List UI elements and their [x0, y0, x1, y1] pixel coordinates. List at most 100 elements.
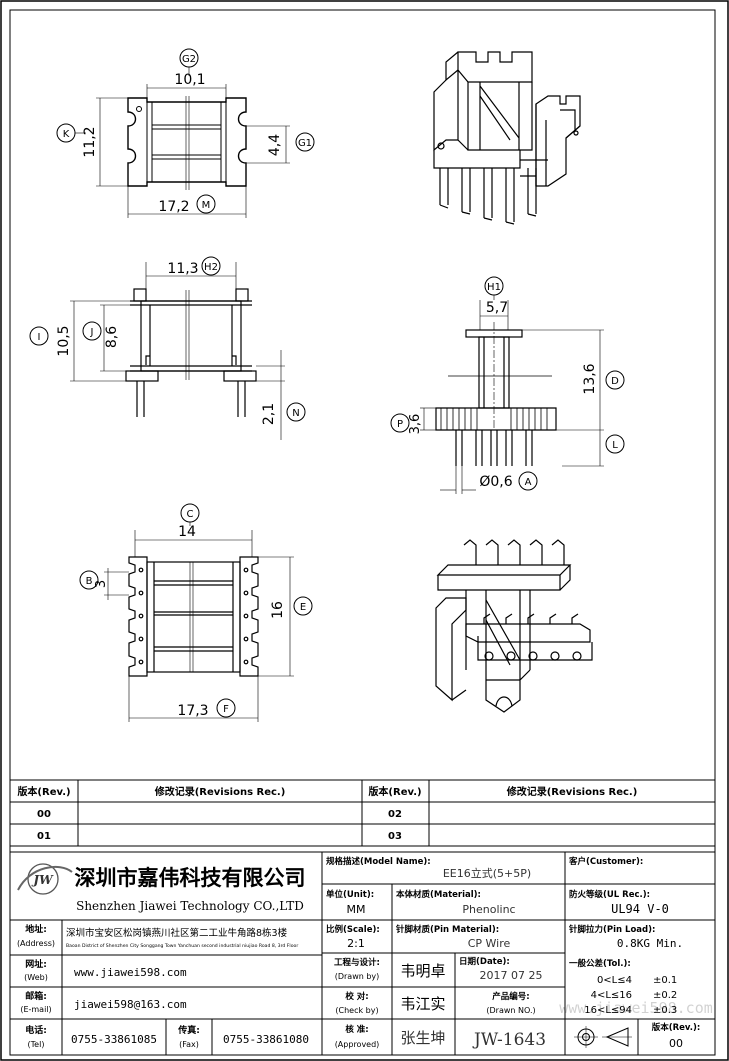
fax-label: 传真: — [177, 1024, 200, 1036]
email-value: jiawei598@163.com — [74, 998, 187, 1011]
label-j: J — [90, 327, 94, 338]
check-label-en: (Check by) — [335, 1006, 378, 1015]
dim-17-3: 17,3 — [177, 703, 208, 719]
address-label-en: (Address) — [17, 939, 55, 948]
contact-info: 地址: (Address) 深圳市宝安区松岗镇燕川社区第二工业牛角路8栋3楼 B… — [17, 923, 309, 1049]
approved-by: 张生坤 — [400, 1029, 445, 1047]
dim-pin-dia: Ø0,6 — [479, 474, 512, 490]
dim-16: 16 — [270, 601, 286, 619]
front-view-labels: 11,3 H2 I 10,5 J 8,6 2,1 N — [29, 256, 306, 425]
isometric-view-bottom — [435, 539, 593, 713]
bottom-view — [104, 530, 294, 722]
label-p: P — [397, 419, 403, 430]
revision-table-text: 版本(Rev.) 修改记录(Revisions Rec.) 版本(Rev.) 修… — [17, 785, 637, 842]
ul-value: UL94 V-0 — [611, 902, 669, 916]
drawn-no-label-en: (Drawn NO.) — [486, 1006, 535, 1015]
dim-10-1: 10,1 — [174, 72, 205, 88]
approved-label: 核 准: — [345, 1024, 368, 1035]
rev-row-right: 02 — [388, 809, 402, 820]
tol-value: ±0.3 — [653, 1005, 677, 1016]
web-label: 网址: — [25, 958, 47, 970]
address-label: 地址: — [25, 923, 47, 935]
label-l: L — [612, 440, 618, 451]
rev-row-right: 03 — [388, 831, 402, 842]
unit-value: MM — [347, 903, 366, 916]
pin-load-label: 针脚拉力(Pin Load): — [569, 924, 655, 935]
label-b: B — [86, 576, 93, 587]
customer-label: 客户(Customer): — [568, 856, 643, 867]
label-c: C — [187, 509, 194, 520]
top-view — [96, 84, 290, 218]
email-label: 邮箱: — [25, 990, 47, 1002]
drawing-number: JW-1643 — [472, 1030, 546, 1050]
bottom-view-labels: C 14 B 3 16 E 17,3 F — [79, 503, 313, 719]
web-value: www.jiawei598.com — [74, 966, 187, 979]
date-label: 日期(Date): — [459, 956, 510, 967]
tol-value: ±0.1 — [653, 975, 677, 986]
rev-row-left: 01 — [37, 831, 51, 842]
drawn-label-en: (Drawn by) — [335, 972, 380, 981]
tel-label: 电话: — [25, 1024, 47, 1036]
email-label-en: (E-mail) — [20, 1005, 51, 1014]
ul-label: 防火等级(UL Rec.): — [569, 889, 650, 900]
tol-range: 16<L≤94 — [584, 1005, 632, 1016]
dim-5-7: 5,7 — [486, 300, 508, 316]
dim-8-6: 8,6 — [104, 326, 120, 348]
check-label: 校 对: — [345, 991, 368, 1002]
tel-label-en: (Tel) — [28, 1040, 45, 1049]
drawn-by: 韦明卓 — [400, 962, 445, 980]
pin-load-value: 0.8KG Min. — [617, 937, 683, 950]
top-view-labels: G2 10,1 K 11,2 4,4 G1 17,2 M — [56, 48, 315, 215]
dim-17-2: 17,2 — [158, 199, 189, 215]
rev-header-left: 版本(Rev.) — [17, 785, 70, 798]
drawn-no-label: 产品编号: — [492, 991, 529, 1002]
dim-3-6: 3,6 — [408, 414, 423, 435]
company-name-cn: 深圳市嘉伟科技有限公司 — [75, 866, 306, 890]
dim-13-6: 13,6 — [582, 363, 598, 394]
dim-10-5: 10,5 — [56, 325, 72, 356]
company-logo: JW — [17, 863, 73, 895]
rev-value: 00 — [669, 1037, 683, 1050]
rev-row-left: 00 — [37, 809, 51, 820]
tel-value: 0755-33861085 — [71, 1033, 157, 1046]
projection-symbol-icon — [574, 1026, 632, 1048]
watermark: www.jiawei598.com — [559, 999, 713, 1017]
dim-11-2: 11,2 — [82, 126, 98, 157]
side-view-labels: H1 5,7 13,6 D P 3,6 L Ø0,6 A — [390, 276, 625, 491]
date-value: 2017 07 25 — [480, 969, 543, 982]
label-i: I — [38, 332, 41, 343]
model-value: EE16立式(5+5P) — [443, 866, 531, 880]
label-d: D — [611, 376, 619, 387]
tol-range: 4<L≤16 — [591, 990, 632, 1001]
front-view — [70, 262, 285, 440]
side-view — [420, 300, 604, 494]
drawn-label: 工程与设计: — [334, 957, 380, 968]
fax-value: 0755-33861080 — [223, 1033, 309, 1046]
pin-material-label: 针脚材质(Pin Material): — [396, 924, 499, 935]
label-f: F — [223, 704, 229, 715]
title-block-grid — [9, 851, 716, 1056]
label-n: N — [292, 408, 299, 419]
rec-header-right: 修改记录(Revisions Rec.) — [506, 785, 638, 798]
spec-info: 规格描述(Model Name): EE16立式(5+5P) 客户(Custom… — [326, 856, 700, 1050]
scale-value: 2:1 — [347, 937, 365, 950]
unit-label: 单位(Unit): — [326, 889, 374, 900]
tol-label: 一般公差(Tol.): — [569, 958, 631, 969]
dim-2-1: 2,1 — [261, 403, 277, 425]
dim-11-3: 11,3 — [167, 261, 198, 277]
address-cn: 深圳市宝安区松岗镇燕川社区第二工业牛角路8栋3楼 — [66, 927, 288, 939]
scale-label: 比例(Scale): — [326, 924, 380, 935]
label-e: E — [300, 602, 306, 613]
label-g1: G1 — [298, 138, 312, 149]
approved-label-en: (Approved) — [335, 1040, 380, 1049]
model-label: 规格描述(Model Name): — [326, 856, 431, 867]
label-k: K — [63, 129, 70, 140]
tol-value: ±0.2 — [653, 990, 677, 1001]
dim-3: 3 — [94, 580, 109, 588]
label-h2: H2 — [204, 262, 218, 273]
dim-14: 14 — [178, 524, 196, 540]
label-m: M — [202, 200, 211, 211]
rev-header-right: 版本(Rev.) — [368, 785, 421, 798]
company-name-en: Shenzhen Jiawei Technology CO.,LTD — [76, 899, 304, 913]
